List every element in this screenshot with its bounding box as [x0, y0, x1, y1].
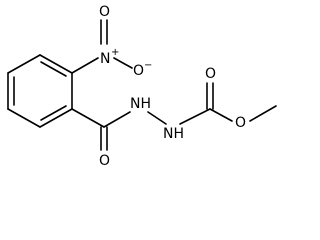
nitro-o-charge: − [144, 60, 152, 71]
nitro-n-charge: + [111, 47, 119, 58]
nh-nh-bond [147, 111, 167, 125]
ring-inner-bond-3 [40, 61, 67, 77]
amide-o-label: O [99, 153, 110, 169]
carbamate-o-label: O [205, 66, 216, 82]
ring-carbonyl-bond [71, 108, 105, 128]
molecule-structure: N + O O − O NH NH O O [7, 4, 277, 169]
nitro-n-label: N [100, 51, 110, 67]
nitro-o-double-label: O [99, 4, 110, 20]
carbamate-ester-bond [209, 108, 233, 122]
ring-bond-6 [39, 54, 73, 74]
nitro-o-single-label: O [133, 63, 144, 79]
ring-inner-bond-2 [40, 105, 67, 121]
methyl-bond [249, 105, 277, 122]
hydrazide-nh-1-label: NH [130, 96, 151, 112]
ester-o-label: O [235, 115, 246, 131]
ring-nitro-bond [71, 57, 99, 74]
carbonyl-nh-bond [103, 111, 131, 128]
hydrazide-nh-2-label: NH [163, 126, 184, 142]
bonds [7, 19, 277, 151]
ring-bond-1 [7, 54, 41, 74]
nh-carbamate-bond [179, 108, 211, 125]
atom-labels: N + O O − O NH NH O O [99, 4, 246, 169]
ring-bond-4 [39, 108, 73, 128]
nitro-single-bond [113, 57, 133, 69]
ring-bond-3 [7, 108, 41, 128]
